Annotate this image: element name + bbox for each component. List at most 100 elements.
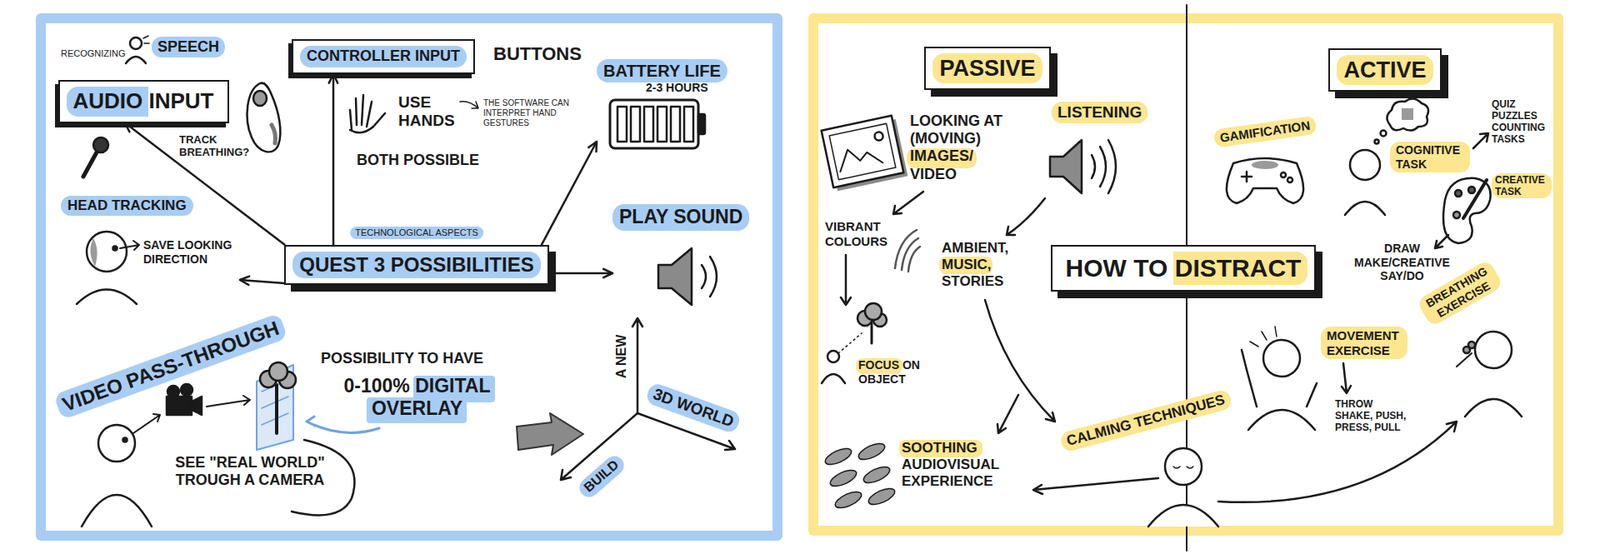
sketch-stroke — [893, 191, 924, 215]
sketch-stroke — [856, 440, 888, 463]
label-text: AMBIENT, MUSIC, STORIES — [941, 240, 1030, 290]
sketch-stroke — [838, 333, 862, 354]
sketch-stroke — [1006, 198, 1045, 235]
label-text: SAVE LOOKING DIRECTION — [143, 238, 240, 266]
sketch-stroke — [840, 255, 851, 305]
sketch-stroke — [180, 384, 193, 396]
box-heading: TECHNOLOGICAL ASPECTS — [350, 226, 484, 240]
sketch-stroke — [1435, 235, 1449, 249]
sketch-stroke — [1091, 140, 1116, 194]
connector — [240, 276, 285, 285]
sketch-stroke — [81, 495, 152, 527]
sketch-stroke — [670, 106, 680, 142]
connector-line — [549, 272, 613, 275]
sketch-stroke — [1033, 478, 1159, 495]
sketch-stroke — [630, 106, 640, 142]
label-text: COGNITIVE TASK — [1390, 141, 1470, 173]
label-text: VIBRANT COLOURS — [825, 219, 894, 249]
label-text: SEE "REAL WORLD" TROUGH A CAMERA — [166, 454, 334, 490]
label-text: DRAW MAKE/CREATIVE SAY/DO — [1345, 241, 1459, 284]
sketch-stroke — [874, 131, 885, 142]
process-box: CONTROLLER INPUT — [291, 39, 475, 75]
label-text: LISTENING — [1051, 101, 1148, 124]
sketch-stroke — [1280, 172, 1286, 178]
sketch-stroke — [1241, 171, 1252, 182]
label-text: BOTH POSSIBLE — [356, 151, 480, 170]
sketch-stroke — [997, 395, 1019, 434]
sketch-stroke — [827, 350, 840, 363]
sketch-stroke — [866, 485, 898, 508]
sketch-stroke — [206, 395, 250, 407]
sketch-stroke — [698, 114, 705, 135]
sketch-stroke — [120, 240, 140, 250]
connector — [125, 123, 285, 245]
sketch-stroke — [269, 362, 288, 381]
sketch-stroke — [130, 37, 142, 50]
connector — [549, 269, 613, 278]
label-text: THE SOFTWARE CAN INTERPRET HAND GESTURES — [483, 98, 575, 128]
box-text: ACTIVE — [1336, 55, 1433, 85]
label-text: FOCUS ON OBJECT — [858, 358, 930, 386]
sketch-stroke — [644, 106, 654, 142]
process-box: ACTIVE — [1328, 48, 1441, 92]
sketch-stroke — [829, 123, 896, 180]
arrow-head — [329, 74, 338, 84]
sketch-stroke — [247, 83, 281, 153]
sketch-stroke — [1455, 190, 1462, 197]
sketch-stroke — [1468, 186, 1475, 194]
label-text: A NEW — [614, 335, 630, 380]
sketch-stroke — [1248, 410, 1315, 430]
box-text: BATTERY LIFE — [596, 59, 728, 83]
label-text: 2-3 HOURS — [645, 80, 709, 95]
box-text: PLAY SOUND — [612, 204, 750, 231]
sketch-stroke — [828, 466, 860, 490]
box-text: HOW TO DISTRACT — [1059, 251, 1309, 285]
sketch-stroke — [1380, 130, 1387, 137]
label-text: SOOTHING AUDIOVISUAL EXPERIENCE — [901, 440, 1023, 490]
sketch-stroke — [821, 115, 909, 192]
sketch-stroke — [275, 385, 279, 434]
sketch-stroke — [271, 125, 276, 144]
sketch-stroke — [823, 440, 898, 511]
sketch-stroke — [617, 106, 627, 142]
feature-area: PLAY SOUND — [612, 204, 759, 309]
sketch-stroke — [895, 230, 920, 272]
sketch-stroke — [1345, 201, 1385, 215]
sketch-stroke — [143, 35, 150, 44]
label-text: 0-100% DIGITAL OVERLAY — [315, 375, 520, 420]
sketch-stroke — [123, 438, 128, 443]
sketch-stroke — [516, 413, 584, 455]
sketch-stroke — [1468, 341, 1475, 349]
connector-line — [541, 141, 597, 245]
sketch-stroke — [835, 143, 883, 172]
sketch-stroke — [133, 414, 160, 434]
sketch-stroke — [833, 488, 865, 511]
feature-area: BATTERY LIFE — [596, 59, 755, 151]
sketch-stroke — [1173, 466, 1194, 469]
sketch-stroke — [1401, 108, 1414, 120]
sketch-stroke — [684, 106, 694, 142]
sketch-stroke — [1473, 133, 1489, 149]
sketch-stroke — [1465, 399, 1522, 417]
sketch-stroke — [83, 150, 98, 177]
sketch-stroke — [632, 318, 643, 414]
sketch-stroke — [166, 396, 192, 415]
sketch-stroke — [191, 396, 202, 415]
label-text: LOOKING AT (MOVING) IMAGES/ VIDEO — [910, 112, 1015, 184]
sketch-stroke — [1241, 350, 1317, 407]
sketch-stroke — [1475, 331, 1512, 369]
connector — [329, 74, 338, 245]
sketch-stroke — [861, 463, 893, 486]
sketch-stroke — [1463, 180, 1487, 219]
sketch-stroke — [93, 137, 109, 153]
sketch-stroke — [823, 445, 855, 468]
arrow-head — [588, 141, 597, 152]
box-text: QUEST 3 POSSIBILITIES — [292, 251, 540, 280]
label-text: THROW SHAKE, PUSH, PRESS, PULL — [1335, 398, 1410, 434]
sketch-stroke — [90, 238, 97, 267]
box-text: PASSIVE — [932, 53, 1042, 84]
arrow-head — [240, 276, 250, 285]
sketch-stroke — [610, 100, 699, 149]
sketch-stroke — [86, 231, 127, 272]
process-box: PASSIVE — [924, 46, 1050, 90]
